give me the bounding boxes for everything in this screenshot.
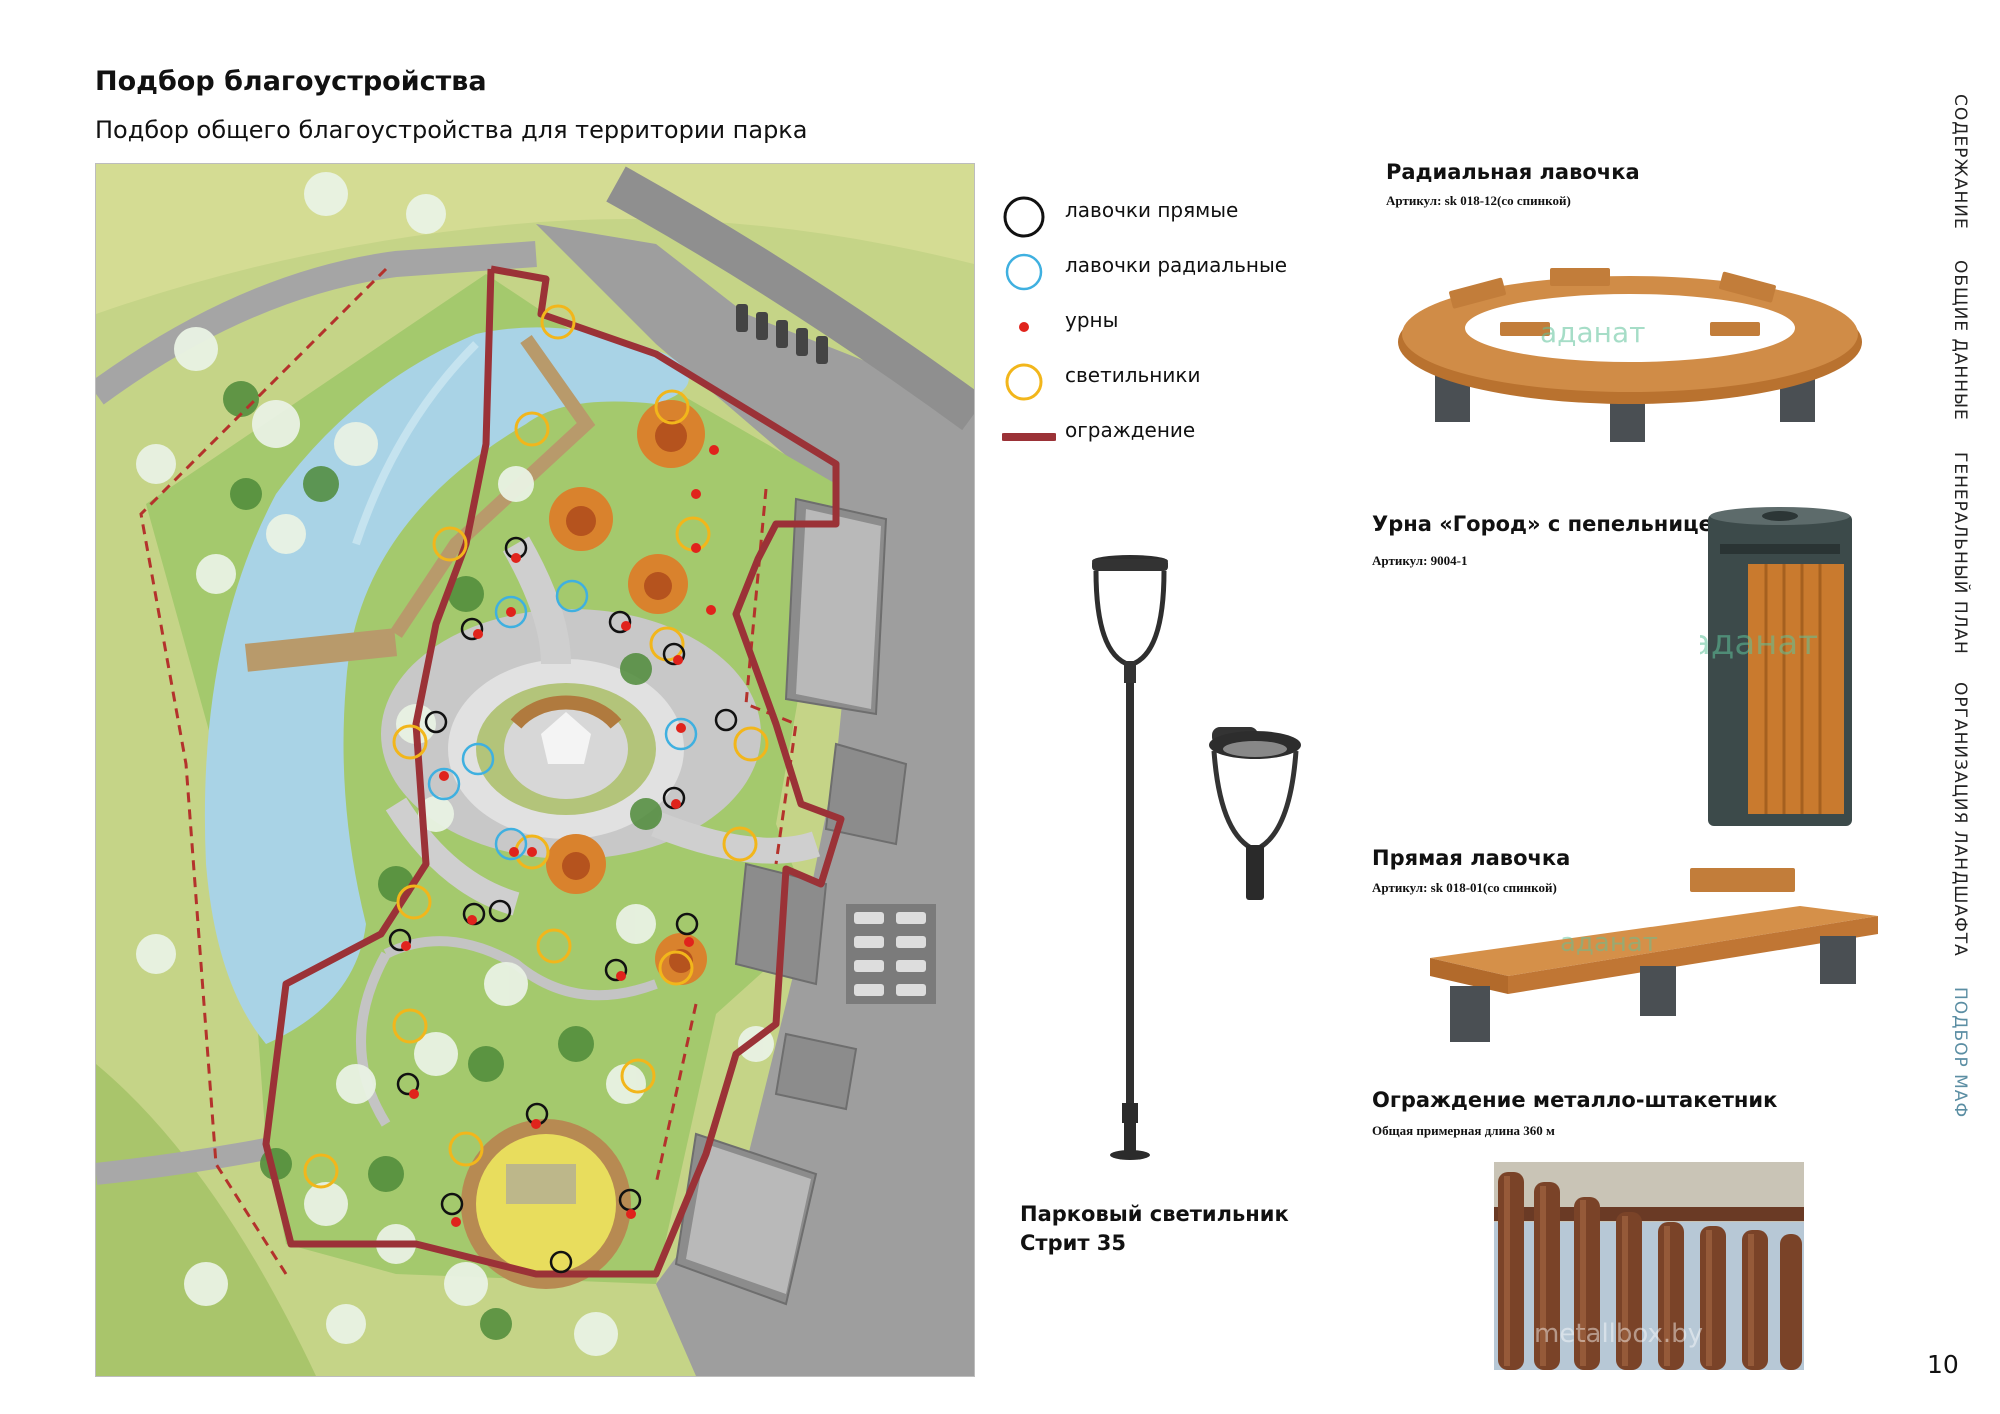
straight-bench-title: Прямая лавочка [1372, 846, 1571, 870]
legend-label: лавочки прямые [1065, 198, 1239, 222]
watermark-text: аданат [1540, 316, 1645, 349]
urn-sku: Артикул: 9004-1 [1372, 553, 1468, 568]
legend-label: ограждение [1065, 418, 1196, 442]
fence-line-icon [1002, 433, 1056, 441]
watermark-text: аданат [1560, 928, 1658, 958]
page-number: 10 [1927, 1350, 1959, 1379]
straight-bench-sku: Артикул: sk 018-01(со спинкой) [1372, 880, 1557, 895]
nav-item-landscape[interactable]: ОРГАНИЗАЦИЯ ЛАНДШАФТА [1950, 682, 1970, 957]
radial-bench-title: Радиальная лавочка [1386, 160, 1640, 184]
lamp-caption-line2: Стрит 35 [1020, 1231, 1127, 1255]
photo-watermark: metallbox.by [1534, 1319, 1703, 1349]
nav-item-general-data[interactable]: ОБЩИЕ ДАННЫЕ [1950, 260, 1970, 421]
side-navigation: СОДЕРЖАНИЕ ОБЩИЕ ДАННЫЕ ГЕНЕРАЛЬНЫЙ ПЛАН… [1930, 94, 1970, 1134]
red-dot-icon [1019, 322, 1029, 332]
fence-sku: Общая примерная длина 360 м [1372, 1123, 1555, 1138]
straight-bench-image: аданат [1430, 868, 1878, 1042]
fence-photo: metallbox.by [1494, 1162, 1804, 1370]
legend-label: лавочки радиальные [1065, 253, 1288, 277]
page-title: Подбор благоустройства [95, 66, 487, 97]
urn-image: аданат [1700, 507, 1852, 826]
nav-item-contents[interactable]: СОДЕРЖАНИЕ [1950, 94, 1970, 230]
blue-circle-icon [1005, 253, 1043, 291]
radial-bench-image: аданат [1398, 268, 1862, 442]
fence-title: Ограждение металло-штакетник [1372, 1088, 1778, 1112]
radial-bench-sku: Артикул: sk 018-12(со спинкой) [1386, 193, 1571, 208]
legend-label: светильники [1065, 363, 1201, 387]
park-plan-drawing [96, 164, 974, 1376]
lamp-caption-line1: Парковый светильник [1020, 1202, 1289, 1226]
watermark-text: аданат [1700, 623, 1818, 663]
street-lamp-image [1092, 555, 1301, 1160]
page-subtitle: Подбор общего благоустройства для террит… [95, 116, 808, 144]
urn-title: Урна «Город» с пепельницей [1372, 512, 1728, 536]
nav-item-maf-selection[interactable]: ПОДБОР МАФ [1950, 987, 1970, 1119]
park-master-plan [95, 163, 975, 1377]
black-circle-icon [1003, 196, 1045, 238]
legend-label: урны [1065, 308, 1119, 332]
nav-item-master-plan[interactable]: ГЕНЕРАЛЬНЫЙ ПЛАН [1950, 452, 1970, 655]
lamp-caption: Парковый светильник Стрит 35 [1020, 1200, 1289, 1258]
yellow-circle-icon [1005, 363, 1043, 401]
